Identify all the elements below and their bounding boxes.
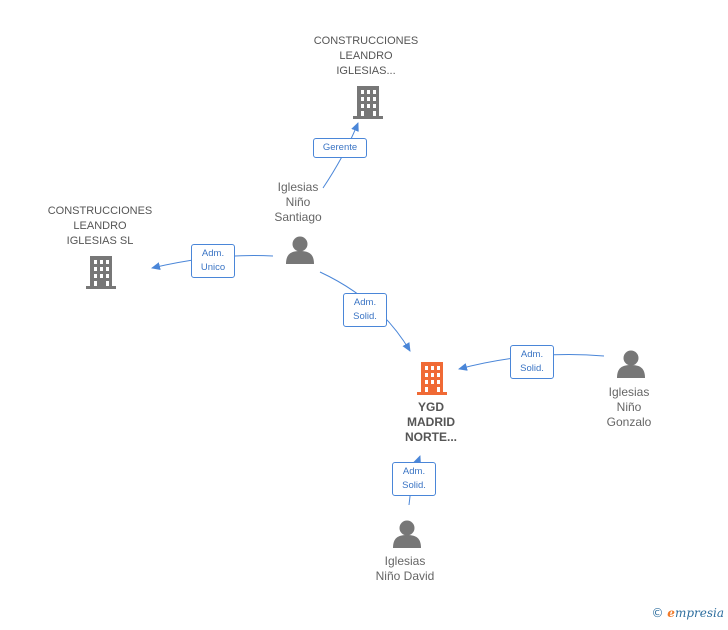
copyright-icon: © bbox=[651, 606, 664, 620]
brand-initial: e bbox=[667, 606, 675, 620]
building-icon-company-left[interactable] bbox=[86, 256, 116, 289]
person-icon-gonzalo[interactable] bbox=[617, 350, 645, 379]
building-icon-company-top[interactable] bbox=[353, 86, 383, 119]
edge-label-adm-solid-gonzalo: Adm. Solid. bbox=[510, 345, 554, 379]
person-icon-santiago[interactable] bbox=[286, 236, 314, 265]
person-santiago-label[interactable]: Iglesias Niño Santiago bbox=[274, 180, 322, 224]
edge-label-adm-solid-santiago: Adm. Solid. bbox=[343, 293, 387, 327]
person-gonzalo-label[interactable]: Iglesias Niño Gonzalo bbox=[606, 385, 652, 429]
edge-label-gerente: Gerente bbox=[313, 138, 367, 158]
company-top-label[interactable]: CONSTRUCCIONES LEANDRO IGLESIAS... bbox=[313, 35, 419, 77]
company-left-label[interactable]: CONSTRUCCIONES LEANDRO IGLESIAS SL bbox=[47, 205, 153, 247]
building-icon-main-company[interactable] bbox=[417, 362, 447, 395]
person-icon-david[interactable] bbox=[393, 520, 421, 549]
edge-label-adm-solid-david: Adm. Solid. bbox=[392, 462, 436, 496]
person-david-label[interactable]: Iglesias Niño David bbox=[375, 554, 435, 583]
edge-label-adm-unico: Adm. Unico bbox=[191, 244, 235, 278]
brand-name: mpresia bbox=[674, 606, 724, 620]
main-company-label[interactable]: YGD MADRID NORTE... bbox=[404, 400, 457, 444]
footer-brand[interactable]: © empresia bbox=[651, 606, 724, 620]
